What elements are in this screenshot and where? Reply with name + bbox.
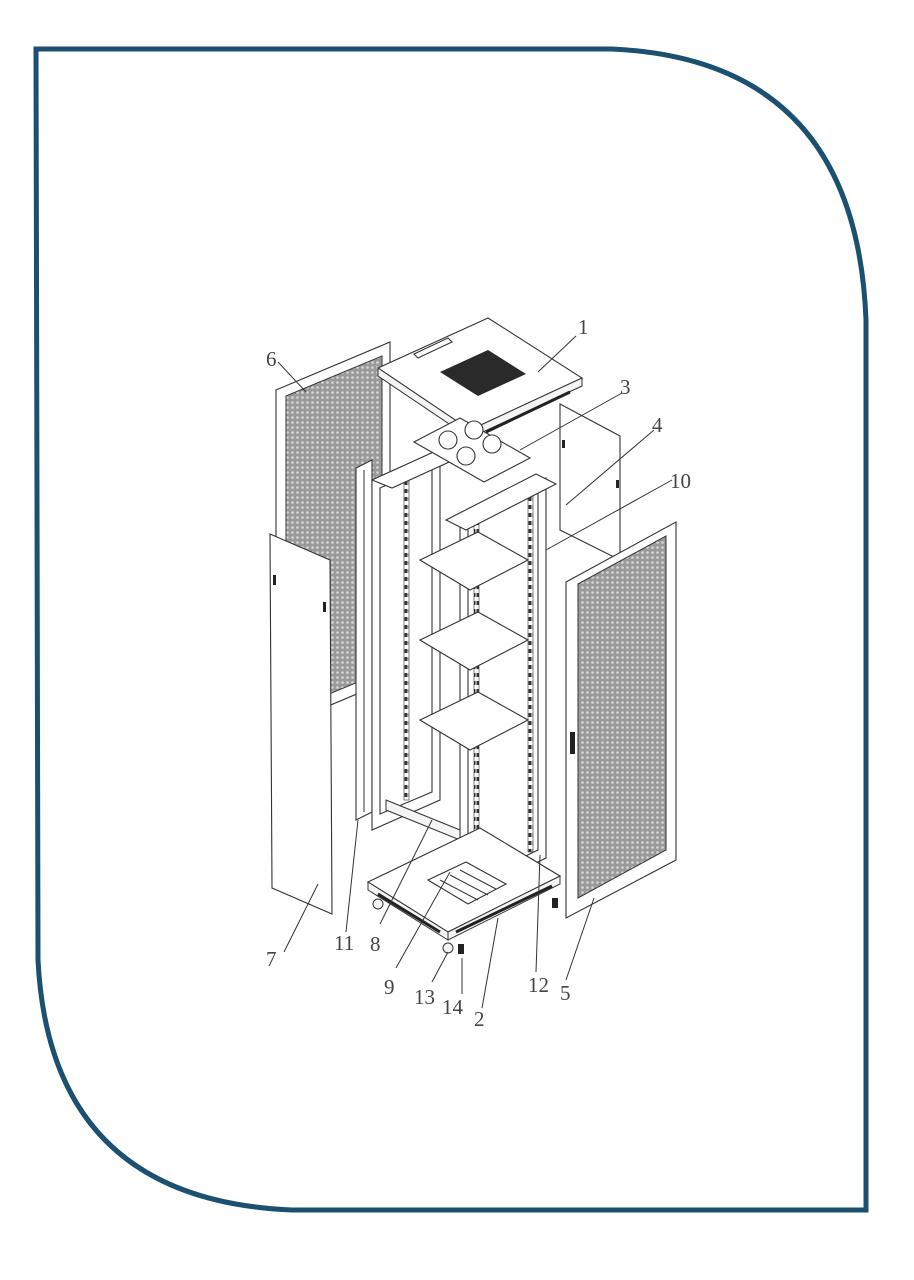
top-cover bbox=[376, 317, 584, 439]
casters-and-feet bbox=[372, 898, 558, 954]
callout-2: 2 bbox=[474, 1007, 485, 1031]
callout-13: 13 bbox=[414, 985, 435, 1009]
callout-11: 11 bbox=[334, 931, 354, 955]
callout-7: 7 bbox=[266, 947, 277, 971]
fixed-shelf bbox=[418, 531, 530, 591]
front-frame bbox=[385, 473, 558, 901]
cable-entry-plate bbox=[426, 861, 508, 905]
callout-8: 8 bbox=[370, 932, 381, 956]
callout-9: 9 bbox=[384, 975, 395, 999]
callout-12: 12 bbox=[528, 973, 549, 997]
rear-door bbox=[559, 403, 621, 561]
fan-unit bbox=[412, 417, 532, 483]
base-frame bbox=[366, 827, 562, 941]
callout-10: 10 bbox=[670, 469, 691, 493]
fixed-shelf bbox=[418, 691, 530, 751]
callout-3: 3 bbox=[620, 375, 631, 399]
fixed-shelf bbox=[418, 611, 530, 671]
callout-14: 14 bbox=[442, 995, 464, 1019]
front-perforated-door bbox=[565, 521, 677, 919]
callout-labels: 1 2 3 4 5 6 7 8 9 10 11 12 13 14 bbox=[266, 315, 691, 1031]
cable-management-bar bbox=[355, 459, 373, 821]
callout-6: 6 bbox=[266, 347, 277, 371]
callout-1: 1 bbox=[578, 315, 589, 339]
callout-5: 5 bbox=[560, 981, 571, 1005]
callout-4: 4 bbox=[652, 413, 663, 437]
leader-lines bbox=[277, 335, 673, 1009]
side-panel bbox=[269, 533, 333, 915]
